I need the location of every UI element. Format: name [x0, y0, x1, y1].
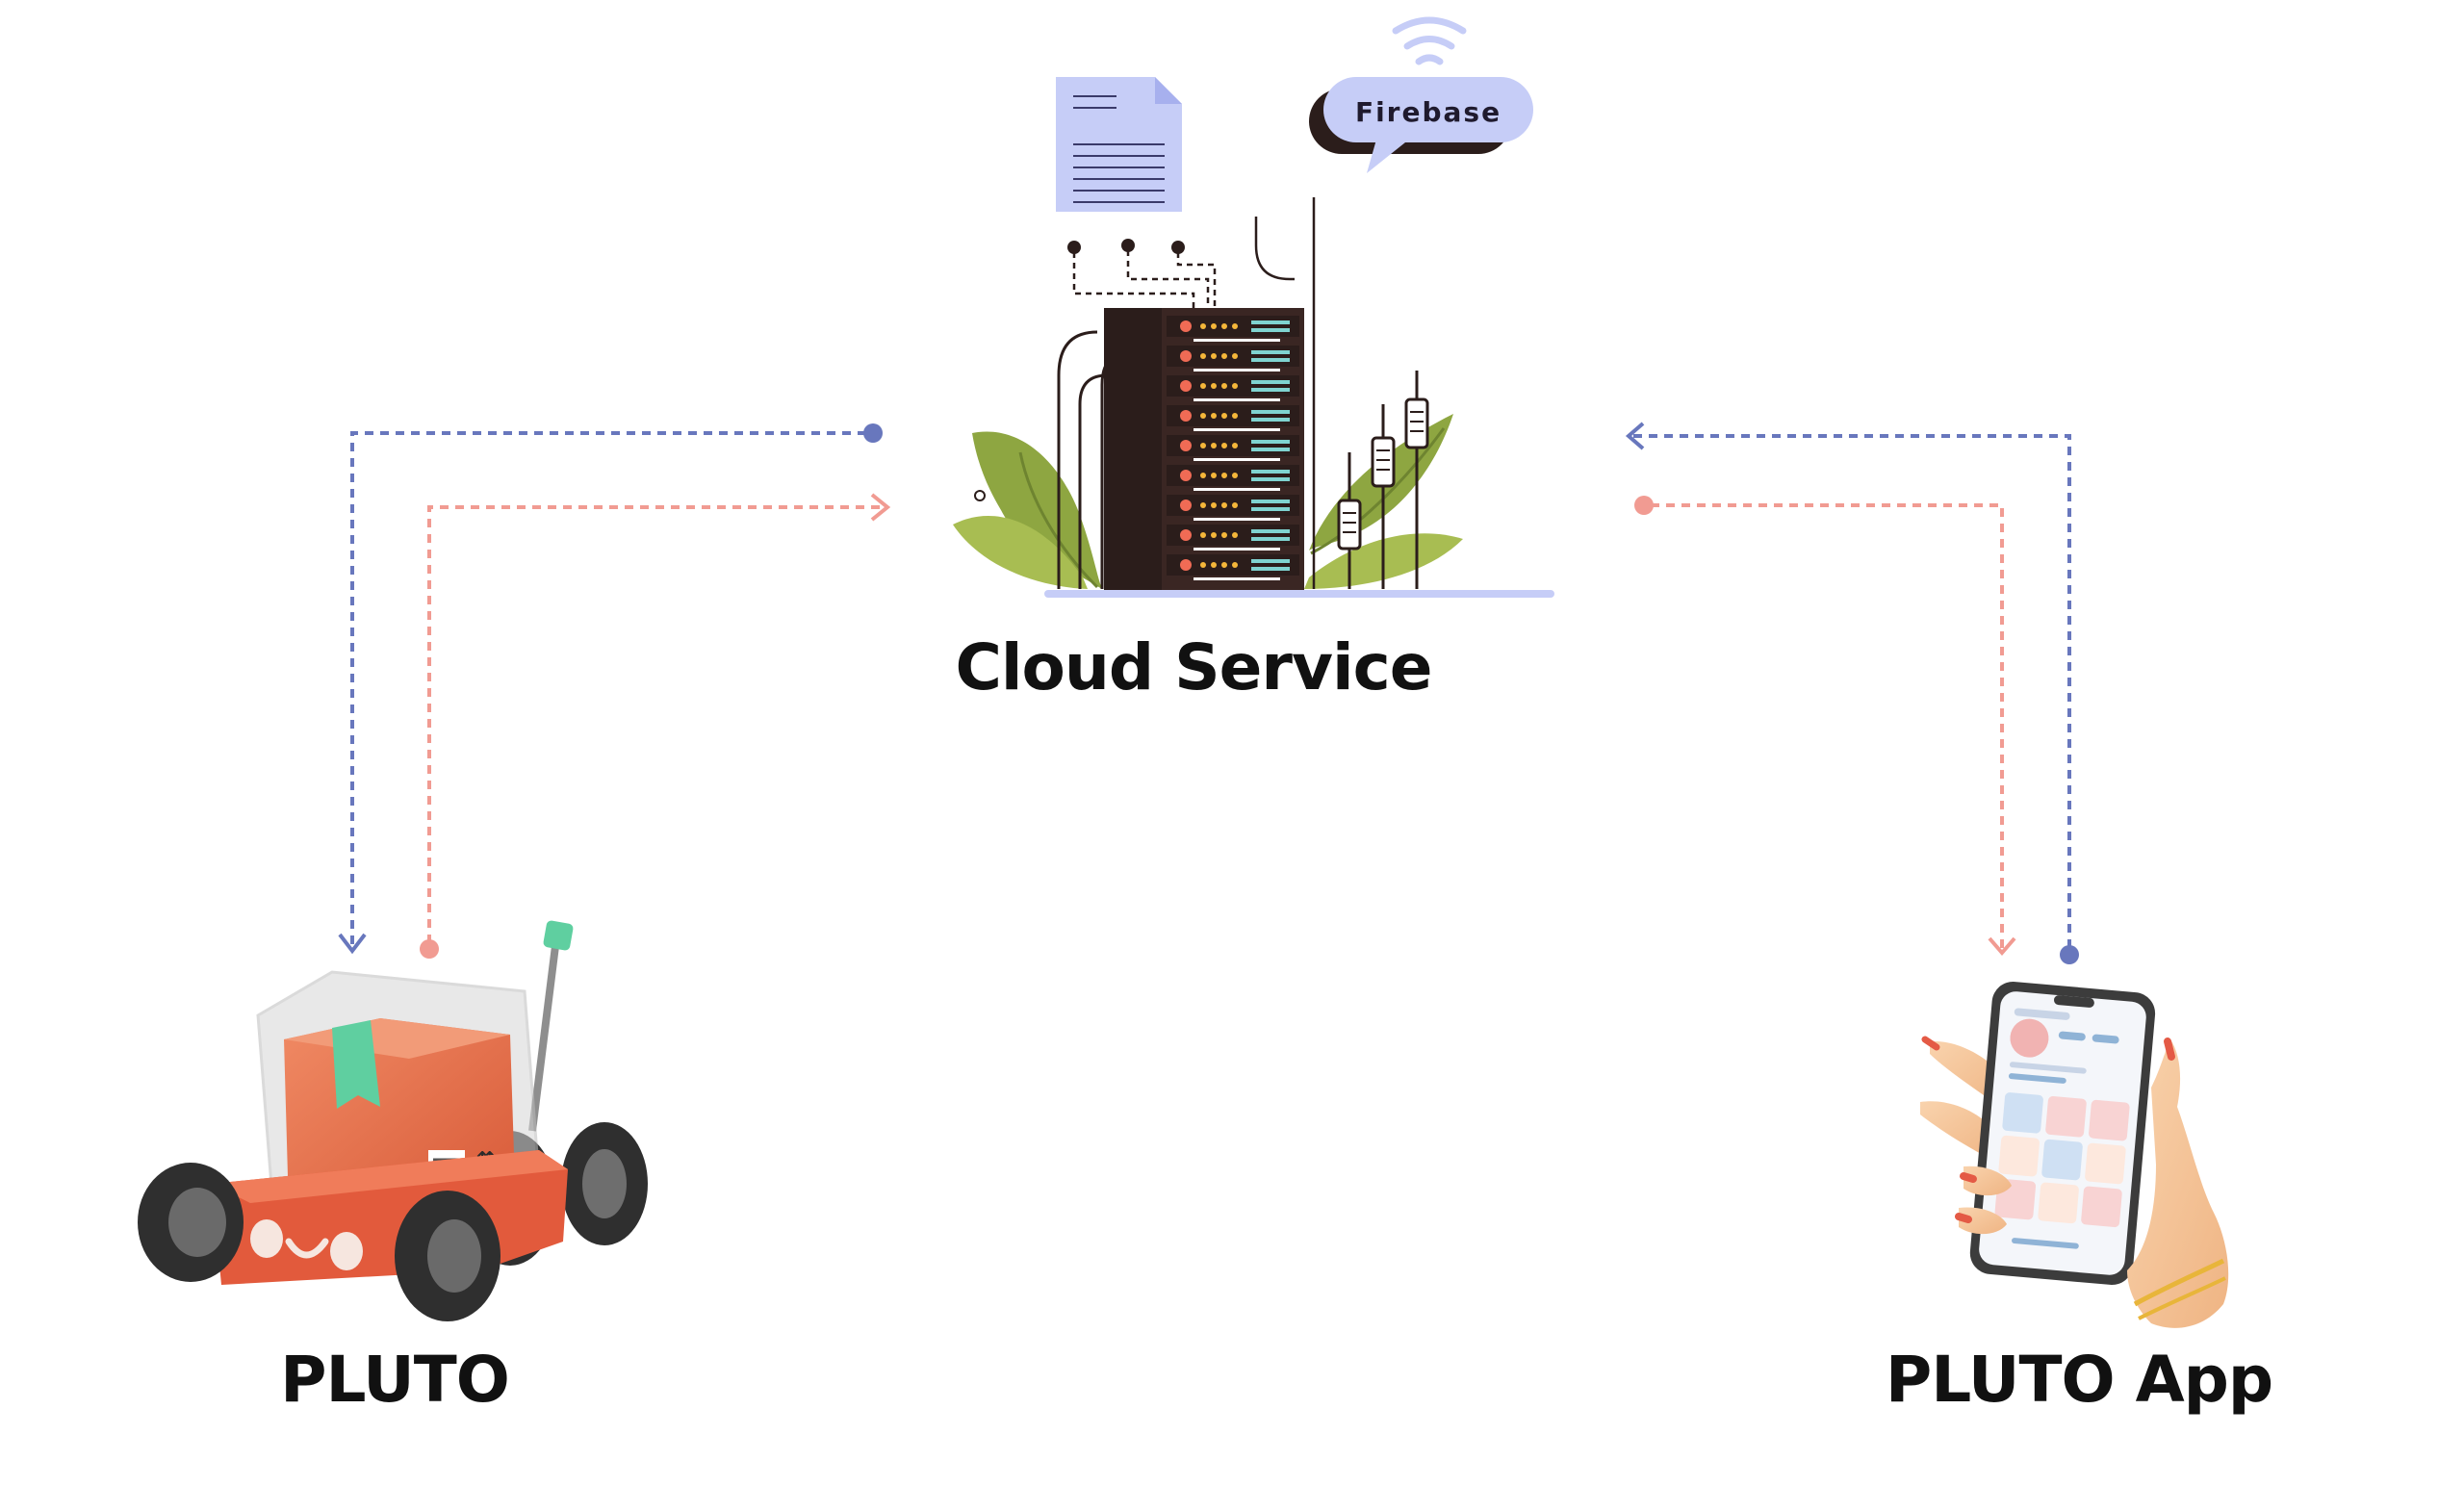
- server-unit: [1167, 375, 1299, 401]
- hand-holding-phone-icon: [1920, 982, 2229, 1328]
- pluto-robot-label: PLUTO: [280, 1343, 510, 1417]
- document-icon: [1056, 77, 1182, 212]
- connector-cloud-to-app: [1634, 496, 2016, 957]
- connector-dots: [1067, 239, 1217, 308]
- delivery-robot-icon: ⇈: [138, 920, 648, 1321]
- server-unit: [1167, 525, 1299, 551]
- connector-app-to-cloud: [1625, 422, 2079, 964]
- cloud-service-label: Cloud Service: [955, 630, 1433, 705]
- server-unit: [1167, 405, 1299, 431]
- connector-cloud-to-robot: [338, 423, 883, 955]
- firebase-label: Firebase: [1355, 96, 1502, 128]
- pluto-app-label: PLUTO App: [1885, 1343, 2273, 1417]
- server-unit: [1167, 465, 1299, 491]
- wifi-icon: [1392, 16, 1467, 65]
- server-unit: [1167, 435, 1299, 461]
- leaf-icon: [953, 431, 1102, 589]
- cloud-service-illustration: Firebase: [953, 16, 1554, 598]
- server-rack-icon: [1104, 308, 1304, 590]
- connector-robot-to-cloud: [420, 493, 891, 959]
- cable-plug-icon: [1337, 371, 1429, 589]
- server-unit: [1167, 554, 1299, 580]
- firebase-badge: Firebase: [1309, 77, 1533, 173]
- server-unit: [1167, 316, 1299, 342]
- server-unit: [1167, 346, 1299, 372]
- server-unit: [1167, 495, 1299, 521]
